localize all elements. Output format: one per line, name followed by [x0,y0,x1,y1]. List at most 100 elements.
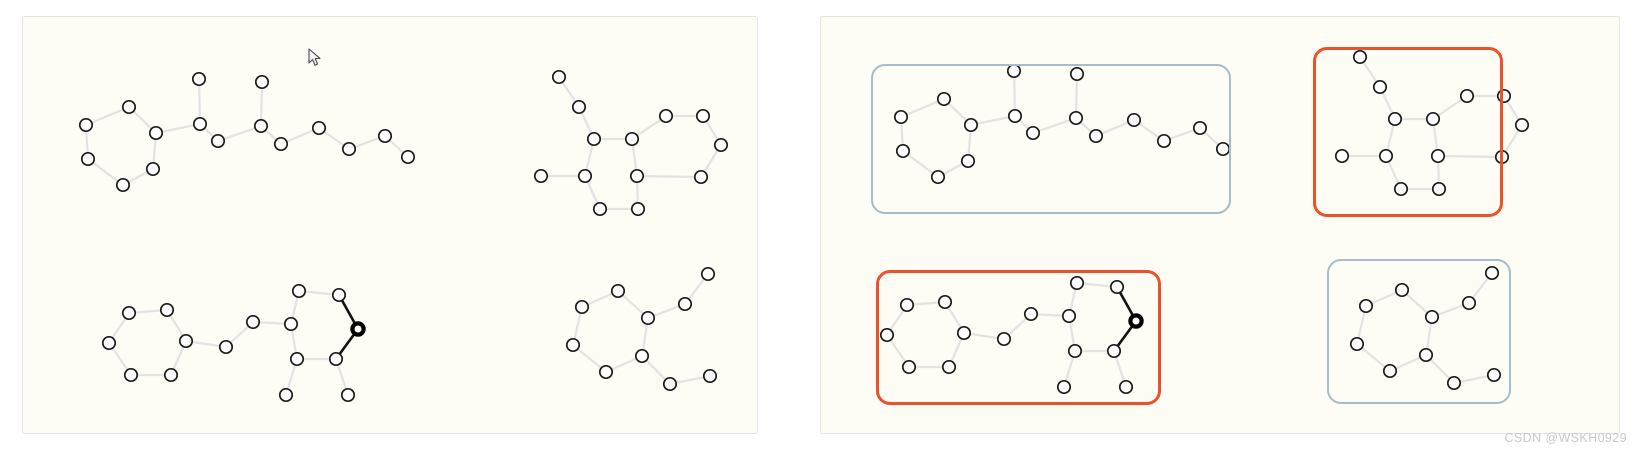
graph-node[interactable] [218,339,234,355]
graph-node[interactable] [163,367,179,383]
graph-node[interactable] [1106,343,1122,359]
selection-box-graph-1[interactable] [871,64,1231,214]
graph-node[interactable] [1461,295,1477,311]
graph-node[interactable] [1424,309,1440,325]
graph-node[interactable] [930,169,946,185]
graph-node[interactable] [400,149,416,165]
graph-node[interactable] [283,316,299,332]
graph-node[interactable] [899,297,915,313]
graph-node[interactable] [713,137,729,153]
graph-node[interactable] [1156,133,1172,149]
graph-node[interactable] [191,71,207,87]
graph-node[interactable] [1358,298,1374,314]
graph-node[interactable] [123,367,139,383]
graph-node[interactable] [1069,66,1085,82]
graph-node[interactable] [159,302,175,318]
graph-node-highlighted[interactable] [1128,313,1144,329]
graph-node[interactable] [1025,125,1041,141]
graph-node[interactable] [340,387,356,403]
graph-node[interactable] [1118,379,1134,395]
graph-node[interactable] [936,91,952,107]
graph-node[interactable] [278,387,294,403]
graph-node[interactable] [253,118,269,134]
graph-node[interactable] [1126,112,1142,128]
selection-box-graph-2[interactable] [1313,47,1503,217]
graph-node[interactable] [1382,363,1398,379]
graph-node[interactable] [571,99,587,115]
graph-node[interactable] [577,168,593,184]
graph-node[interactable] [1430,148,1446,164]
graph-node[interactable] [1334,148,1350,164]
graph-node[interactable] [80,151,96,167]
graph-node[interactable] [937,294,953,310]
graph-node[interactable] [210,133,226,149]
graph-node[interactable] [331,287,347,303]
graph-node[interactable] [574,299,590,315]
graph-node[interactable] [178,333,194,349]
graph-node[interactable] [1459,88,1475,104]
graph-node[interactable] [677,296,693,312]
selection-box-graph-3[interactable] [876,270,1161,405]
graph-node[interactable] [289,351,305,367]
graph-node[interactable] [101,335,117,351]
graph-node[interactable] [565,337,581,353]
graph-node[interactable] [121,99,137,115]
graph-node[interactable] [273,136,289,152]
graph-node[interactable] [192,116,208,132]
graph-node[interactable] [695,108,711,124]
graph-node[interactable] [341,141,357,157]
graph-node[interactable] [245,314,261,330]
graph-node[interactable] [1484,265,1500,281]
graph-node[interactable] [1446,375,1462,391]
graph-node[interactable] [879,327,895,343]
graph-node[interactable] [148,125,164,141]
graph-node[interactable] [1393,181,1409,197]
graph-node[interactable] [1192,120,1208,136]
graph-node[interactable] [1056,379,1072,395]
graph-node[interactable] [1387,111,1403,127]
graph-node[interactable] [377,128,393,144]
graph-node[interactable] [533,168,549,184]
graph-node[interactable] [963,117,979,133]
graph-node[interactable] [1486,367,1502,383]
graph-node[interactable] [941,359,957,375]
graph-node[interactable] [598,364,614,380]
graph-node[interactable] [328,351,344,367]
graph-node[interactable] [662,376,678,392]
graph-node[interactable] [1514,117,1530,133]
graph-node[interactable] [1352,49,1368,65]
graph-node[interactable] [610,283,626,299]
graph-node[interactable] [956,325,972,341]
graph-node[interactable] [1109,279,1125,295]
graph-node[interactable] [640,310,656,326]
graph-node[interactable] [1378,148,1394,164]
graph-node[interactable] [586,131,602,147]
graph-node[interactable] [893,109,909,125]
graph-node[interactable] [115,177,131,193]
graph-node[interactable] [1067,343,1083,359]
graph-node[interactable] [551,69,567,85]
graph-node[interactable] [658,108,674,124]
graph-node[interactable] [1068,110,1084,126]
graph-node[interactable] [624,131,640,147]
graph-node[interactable] [1069,275,1085,291]
graph-node[interactable] [901,359,917,375]
graph-node[interactable] [693,169,709,185]
graph-node[interactable] [291,283,307,299]
graph-node[interactable] [634,348,650,364]
graph-node[interactable] [1431,181,1447,197]
graph-node[interactable] [629,168,645,184]
graph-node[interactable] [996,331,1012,347]
graph-node[interactable] [1418,347,1434,363]
graph-node[interactable] [702,368,718,384]
graph-node[interactable] [1349,336,1365,352]
graph-node[interactable] [960,153,976,169]
graph-node[interactable] [254,74,270,90]
graph-node[interactable] [1394,282,1410,298]
graph-node-highlighted[interactable] [350,321,366,337]
graph-node[interactable] [1425,111,1441,127]
graph-node[interactable] [121,305,137,321]
graph-node[interactable] [895,143,911,159]
selection-box-graph-4[interactable] [1327,259,1511,404]
graph-node[interactable] [1023,306,1039,322]
